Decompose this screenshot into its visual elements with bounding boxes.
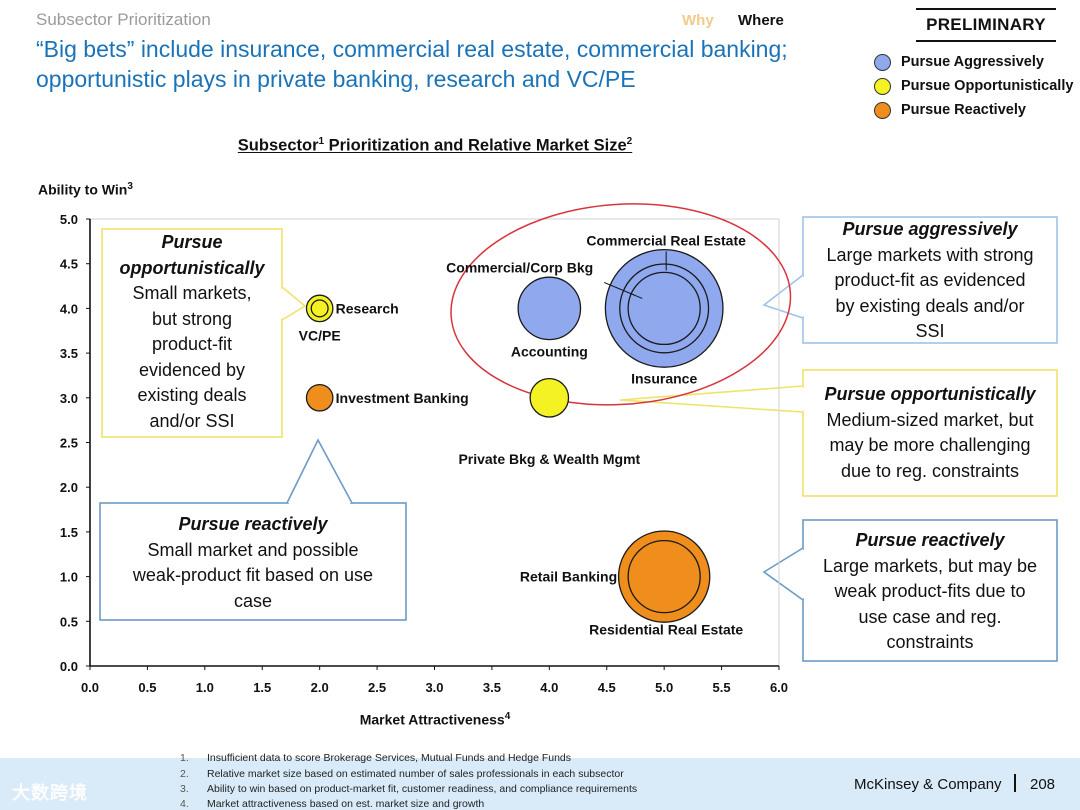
x-tick-label: 4.0 (540, 680, 558, 695)
callout-aggressive-right: Pursue aggressively Large markets with s… (804, 217, 1056, 345)
callout-box-opportunistic-right (802, 369, 1058, 497)
footnote-3: 3.Ability to win based on product-market… (180, 783, 638, 795)
page-headline: “Big bets” include insurance, commercial… (36, 34, 856, 94)
callout-box-aggressive-right (802, 216, 1058, 344)
callout-title: Pursue opportunistically (119, 232, 265, 278)
y-tick-label: 1.5 (60, 525, 78, 540)
callout-title: Pursue reactively (855, 530, 1005, 550)
y-tick-label: 5.0 (60, 212, 78, 227)
x-tick-label: 4.5 (598, 680, 616, 695)
watermark: 大数跨境 (12, 783, 88, 803)
legend-dot-yellow-icon (874, 77, 891, 95)
callout-box-reactive-left (99, 502, 407, 621)
point-label: Investment Banking (336, 390, 469, 406)
y-axis-title: Ability to Win3 (38, 181, 133, 198)
x-axis-title: Market Attractiveness4 (359, 711, 511, 728)
point-label: Accounting (511, 343, 588, 359)
point-label: Insurance (631, 370, 697, 386)
x-tick-label: 0.0 (81, 680, 99, 695)
callout-tail-opportunistic-left (281, 286, 307, 321)
chart-axes: 0.0 0.5 1.0 1.5 2.0 2.5 3.0 3.5 4.0 4.5 5.0 5.5 6.0 0… (60, 212, 788, 695)
brand-name: McKinsey & Company (854, 776, 1002, 793)
point-label: Research (336, 300, 399, 316)
legend-label: Pursue Reactively (901, 102, 1026, 118)
point-label: Commercial Real Estate (586, 232, 746, 248)
y-tick-label: 0.0 (60, 659, 78, 674)
footer-divider (1014, 774, 1016, 792)
legend-item-aggressively: Pursue Aggressively (874, 52, 1044, 72)
x-tick-label: 1.0 (196, 680, 214, 695)
callout-tail-reactive-right (762, 547, 804, 601)
x-tick-label: 5.5 (713, 680, 731, 695)
footnote-4: 4.Market attractiveness based on est. ma… (180, 798, 485, 810)
leader-line (603, 281, 643, 299)
chart-marks (305, 203, 792, 623)
y-tick-label: 4.0 (60, 301, 78, 316)
breadcrumb: Subsector Prioritization (36, 10, 211, 29)
callout-tail-aggressive-right (762, 274, 804, 319)
y-tick-label: 2.5 (60, 436, 78, 451)
callout-title: Pursue opportunistically (824, 384, 1036, 404)
highlight-ellipse (450, 203, 792, 406)
preliminary-badge: PRELIMINARY (916, 8, 1056, 42)
nav-where-link[interactable]: Where (738, 12, 784, 29)
point-label: Commercial/Corp Bkg (446, 259, 593, 275)
bubble-vc-pe (310, 299, 329, 318)
point-label: Private Bkg & Wealth Mgmt (458, 451, 640, 467)
x-tick-label: 2.5 (368, 680, 386, 695)
callout-title: Pursue aggressively (842, 219, 1018, 239)
footnote-2: 2.Relative market size based on estimate… (180, 768, 624, 780)
callout-reactive-left: Pursue reactively Small market and possi… (102, 512, 404, 614)
callout-opportunistic-right: Pursue opportunistically Medium-sized ma… (804, 382, 1056, 484)
legend-item-opportunistically: Pursue Opportunistically (874, 76, 1073, 96)
page-number: 208 (1030, 776, 1056, 793)
x-tick-label: 0.5 (138, 680, 156, 695)
y-tick-label: 4.5 (60, 257, 78, 272)
y-tick-label: 1.0 (60, 570, 78, 585)
x-tick-label: 6.0 (770, 680, 788, 695)
footnote-1: 1.Insufficient data to score Brokerage S… (180, 752, 572, 764)
callout-tail-reactive-left (286, 438, 353, 504)
callout-title: Pursue reactively (178, 514, 328, 534)
nav-why-link[interactable]: Why (682, 12, 714, 29)
bubble-investment-banking (305, 383, 334, 412)
headline-line-2: opportunistic plays in private banking, … (36, 66, 636, 92)
bubble-chart: 0.0 0.5 1.0 1.5 2.0 2.5 3.0 3.5 4.0 4.5 5.0 5.5 6.0 0… (60, 203, 1058, 695)
bubble-private-bkg-wealth-mgmt (529, 377, 570, 418)
callout-tail-opportunistic-right (619, 385, 804, 413)
callout-shapes (99, 216, 1058, 662)
bubble-residential-real-estate (627, 539, 701, 614)
x-tick-label: 3.0 (425, 680, 443, 695)
legend-label: Pursue Opportunistically (901, 78, 1074, 94)
x-tick-label: 2.0 (311, 680, 329, 695)
legend-dot-blue-icon (874, 53, 891, 71)
bubble-commercial-real-estate (627, 271, 701, 346)
point-label: VC/PE (299, 327, 341, 343)
bubble-accounting (517, 276, 582, 341)
point-label: Retail Banking (520, 569, 617, 585)
x-tick-label: 1.5 (253, 680, 271, 695)
y-tick-label: 3.5 (60, 346, 78, 361)
footer-band (0, 758, 1080, 810)
y-tick-label: 2.0 (60, 480, 78, 495)
headline-line-1: “Big bets” include insurance, commercial… (36, 36, 788, 62)
x-tick-label: 5.0 (655, 680, 673, 695)
callout-reactive-right: Pursue reactively Large markets, but may… (804, 528, 1056, 656)
x-tick-label: 3.5 (483, 680, 501, 695)
y-tick-label: 3.0 (60, 391, 78, 406)
chart-title: Subsector1 Prioritization and Relative M… (237, 136, 633, 155)
legend-dot-orange-icon (874, 101, 891, 119)
callout-opportunistic-left: Pursue opportunistically Small markets, … (104, 230, 280, 434)
legend-label: Pursue Aggressively (901, 54, 1044, 70)
callout-box-opportunistic-left (101, 228, 283, 438)
legend-item-reactively: Pursue Reactively (874, 100, 1026, 120)
point-label: Residential Real Estate (589, 622, 743, 638)
y-tick-label: 0.5 (60, 614, 78, 629)
